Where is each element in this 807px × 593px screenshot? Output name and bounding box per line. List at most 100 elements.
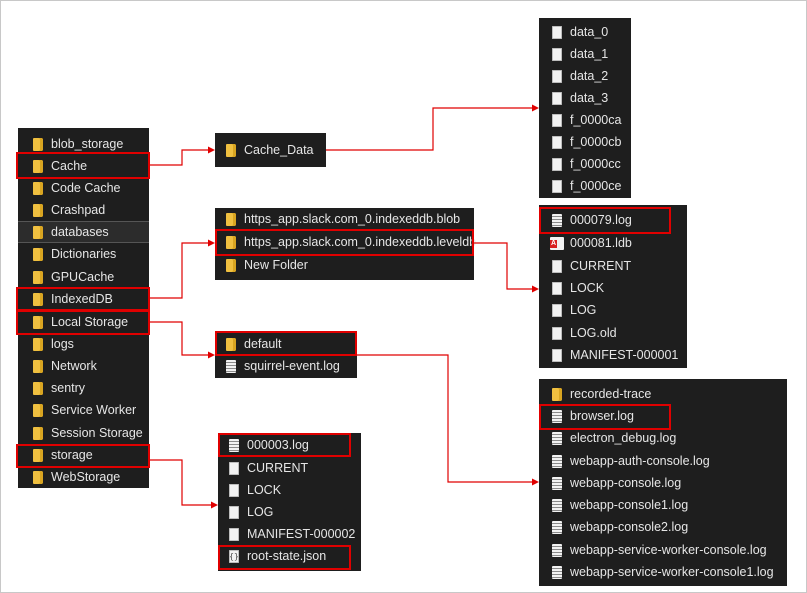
- folder-item[interactable]: Crashpad: [18, 199, 149, 221]
- item-label: f_0000ca: [570, 113, 622, 127]
- file-item[interactable]: webapp-console2.log: [539, 516, 787, 538]
- item-label: https_app.slack.com_0.indexeddb.blob: [244, 212, 461, 226]
- folder-item[interactable]: New Folder: [215, 254, 474, 276]
- folder-item[interactable]: logs: [18, 333, 149, 355]
- file-icon: [552, 259, 562, 273]
- file-item[interactable]: LOG.old: [539, 322, 687, 344]
- file-icon: [552, 179, 562, 193]
- file-item[interactable]: 000079.log: [539, 209, 687, 231]
- file-item[interactable]: CURRENT: [218, 457, 361, 479]
- folder-item[interactable]: Session Storage: [18, 422, 149, 444]
- folder-item[interactable]: https_app.slack.com_0.indexeddb.leveldb: [215, 231, 477, 253]
- item-label: IndexedDB: [51, 292, 113, 306]
- file-item[interactable]: MANIFEST-000002: [218, 523, 361, 545]
- folder-icon: [33, 225, 43, 239]
- file-item[interactable]: LOCK: [539, 277, 687, 299]
- folder-item[interactable]: Service Worker: [18, 399, 149, 421]
- file-item[interactable]: webapp-service-worker-console.log: [539, 539, 787, 561]
- item-label: MANIFEST-000002: [247, 527, 356, 541]
- log-icon: [552, 431, 562, 445]
- file-item[interactable]: webapp-console.log: [539, 472, 787, 494]
- item-label: Local Storage: [51, 315, 129, 329]
- panel-cache: Cache_Data: [215, 133, 326, 167]
- folder-item[interactable]: Network: [18, 355, 149, 377]
- file-icon: [229, 461, 239, 475]
- item-label: blob_storage: [51, 137, 124, 151]
- item-label: data_0: [570, 25, 609, 39]
- folder-item[interactable]: storage: [18, 444, 149, 466]
- file-item[interactable]: browser.log: [539, 405, 787, 427]
- file-item[interactable]: f_0000cb: [539, 131, 631, 153]
- item-label: 000081.ldb: [570, 236, 632, 250]
- file-item[interactable]: webapp-service-worker-console1.log: [539, 561, 787, 583]
- file-item[interactable]: LOG: [218, 501, 361, 523]
- item-label: LOG.old: [570, 326, 617, 340]
- pdf-icon: A: [550, 236, 564, 250]
- panel-cache-data: data_0 data_1 data_2 data_3 f_0000ca f_0…: [539, 18, 631, 198]
- file-item[interactable]: LOG: [539, 299, 687, 321]
- file-item[interactable]: data_1: [539, 43, 631, 65]
- file-item[interactable]: A 000081.ldb: [539, 232, 687, 254]
- item-label: storage: [51, 448, 93, 462]
- item-label: WebStorage: [51, 470, 121, 484]
- item-label: browser.log: [570, 409, 634, 423]
- folder-item[interactable]: databases: [18, 221, 149, 243]
- file-item[interactable]: MANIFEST-000001: [539, 344, 687, 366]
- arrowhead: [208, 146, 215, 154]
- file-item[interactable]: data_0: [539, 21, 631, 43]
- folder-item[interactable]: https_app.slack.com_0.indexeddb.blob: [215, 208, 474, 230]
- file-item[interactable]: squirrel-event.log: [215, 355, 357, 377]
- folder-item[interactable]: IndexedDB: [18, 288, 149, 310]
- file-item[interactable]: 000003.log: [218, 434, 361, 456]
- file-item[interactable]: f_0000cc: [539, 153, 631, 175]
- log-icon: [226, 359, 236, 373]
- connector-indexeddb: [150, 242, 212, 299]
- highlight-local-storage: [16, 310, 150, 335]
- file-item[interactable]: electron_debug.log: [539, 427, 787, 449]
- item-label: Cache: [51, 159, 88, 173]
- folder-item[interactable]: Cache: [18, 155, 149, 177]
- folder-item[interactable]: Local Storage: [18, 311, 149, 333]
- connector-local-storage: [150, 321, 212, 356]
- file-item[interactable]: f_0000ce: [539, 175, 631, 197]
- highlight-cache: [16, 152, 150, 179]
- folder-icon: [226, 258, 236, 272]
- item-label: webapp-service-worker-console1.log: [570, 565, 774, 579]
- item-label: https_app.slack.com_0.indexeddb.leveldb: [244, 235, 477, 249]
- folder-icon: [33, 181, 43, 195]
- folder-item[interactable]: default: [215, 333, 357, 355]
- highlight-storage: [16, 444, 150, 468]
- file-icon: [552, 157, 562, 171]
- folder-icon: [33, 315, 43, 329]
- folder-icon: [33, 137, 43, 151]
- log-icon: [552, 520, 562, 534]
- folder-icon: [33, 270, 43, 284]
- folder-item[interactable]: Code Cache: [18, 177, 149, 199]
- folder-item[interactable]: sentry: [18, 377, 149, 399]
- file-item[interactable]: data_3: [539, 87, 631, 109]
- file-item[interactable]: webapp-console1.log: [539, 494, 787, 516]
- folder-item[interactable]: recorded-trace: [539, 383, 787, 405]
- folder-icon: [33, 292, 43, 306]
- item-label: recorded-trace: [570, 387, 652, 401]
- folder-item[interactable]: GPUCache: [18, 266, 149, 288]
- folder-item[interactable]: WebStorage: [18, 466, 149, 488]
- item-label: squirrel-event.log: [244, 359, 340, 373]
- file-item[interactable]: LOCK: [218, 479, 361, 501]
- item-label: 000003.log: [247, 438, 309, 452]
- file-item[interactable]: CURRENT: [539, 255, 687, 277]
- file-item[interactable]: {}root-state.json: [218, 545, 361, 567]
- file-icon: [552, 281, 562, 295]
- folder-item[interactable]: Dictionaries: [18, 243, 149, 265]
- item-label: f_0000cb: [570, 135, 622, 149]
- connector-default: [357, 354, 536, 483]
- folder-item[interactable]: blob_storage: [18, 133, 149, 155]
- file-item[interactable]: f_0000ca: [539, 109, 631, 131]
- folder-item[interactable]: Cache_Data: [215, 139, 326, 161]
- arrowhead: [532, 478, 539, 486]
- folder-icon: [33, 359, 43, 373]
- log-icon: [552, 498, 562, 512]
- file-item[interactable]: webapp-auth-console.log: [539, 450, 787, 472]
- file-item[interactable]: data_2: [539, 65, 631, 87]
